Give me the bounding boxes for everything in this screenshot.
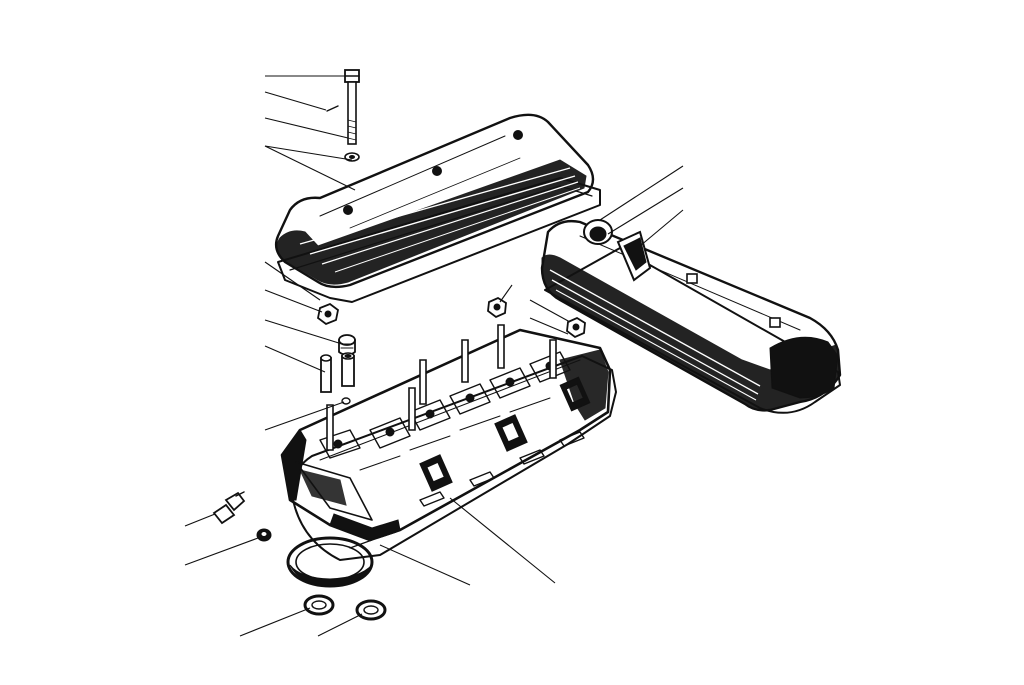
leader-line [639,209,684,247]
right-cover-bolt [686,273,698,284]
seal-ring-small [355,599,387,621]
bolt-shank [347,81,357,145]
right-cover-bolt [769,317,781,328]
temperature-sender [212,491,246,525]
leader-line [264,319,343,345]
cylinder-head [280,324,617,561]
leader-line [264,261,321,301]
small-pin [326,105,339,112]
leader-line [529,317,569,335]
right-cover-side-shadow [541,254,841,411]
exhaust-side [559,349,609,421]
leader-line [599,165,684,221]
small-washer [341,397,351,405]
leader-line [264,345,326,373]
leader-line [184,537,259,566]
left-valve-cover [274,113,601,303]
leader-line [264,117,349,139]
hex-nut [566,316,586,339]
leader-line [317,613,363,637]
left-cover-bolt-hole [432,166,442,176]
valve-guide-seal [338,334,356,356]
guide-tube-2 [341,352,355,387]
head-studs [326,324,557,451]
leader-line [607,187,684,235]
left-cover-body [274,113,595,289]
leader-lines [184,75,684,637]
hex-nut [487,296,507,319]
head-block-outline [280,328,612,542]
threaded-plug [256,528,272,542]
leader-line [449,497,556,584]
leader-line [239,607,311,637]
hex-nut [317,302,339,326]
leader-line [264,145,356,191]
leader-line [264,401,345,431]
left-cover-bolt-hole [513,130,523,140]
rocker-arms [319,351,581,471]
cover-bolt-assembly [326,69,360,162]
leader-line [264,289,323,313]
leader-line [264,91,327,111]
leader-line [264,145,353,161]
leader-line [184,513,216,527]
guide-tube-1 [320,354,332,393]
leader-line [529,299,571,323]
leader-line [499,284,513,303]
right-cover-end-cap [769,336,839,399]
left-cover-side-shadow [276,159,587,285]
large-seal-ring [286,536,374,588]
seal-ring-small [303,594,335,616]
intake-ports [419,376,591,492]
left-cover-bolt-hole [343,205,353,215]
gasket-holes [349,431,585,549]
leader-line [379,544,471,586]
